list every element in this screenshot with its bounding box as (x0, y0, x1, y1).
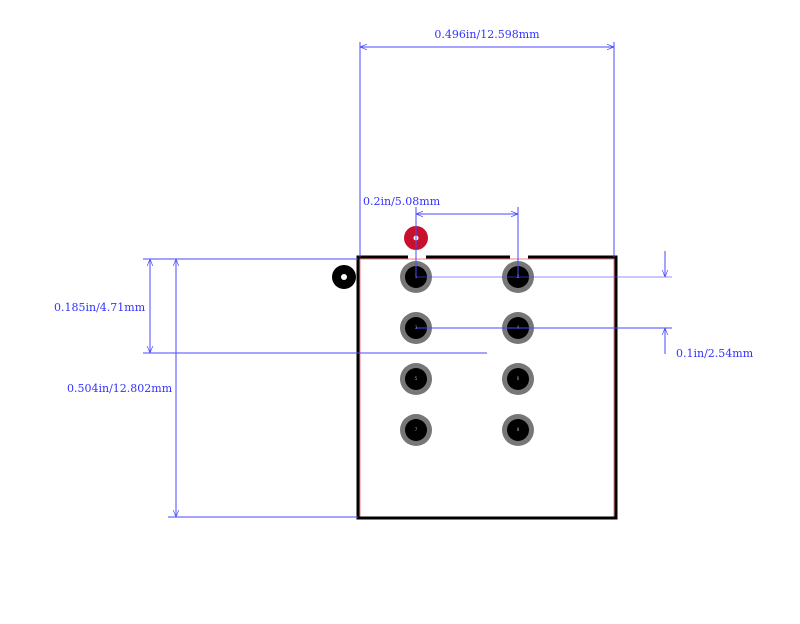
pad-number: 5 (415, 376, 418, 381)
pin1-offset-label: 0.185in/4.71mm (54, 301, 146, 314)
courtyard-outline (359, 258, 615, 518)
pad-6: 6 (502, 363, 534, 395)
width-label: 0.496in/12.598mm (434, 28, 540, 41)
pitch-y-label: 0.1in/2.54mm (676, 347, 754, 360)
dimension-lines (143, 42, 672, 518)
pad-7: 7 (400, 414, 432, 446)
height-label: 0.504in/12.802mm (67, 382, 173, 395)
orientation-marker (332, 265, 356, 289)
pad-number: 7 (415, 427, 418, 432)
pad-8: 8 (502, 414, 534, 446)
silkscreen-outline (356, 255, 618, 520)
pad-number: 6 (517, 376, 520, 381)
pitch-x-label: 0.2in/5.08mm (363, 195, 441, 208)
pad-5: 5 (400, 363, 432, 395)
pad-number: 8 (517, 427, 520, 432)
